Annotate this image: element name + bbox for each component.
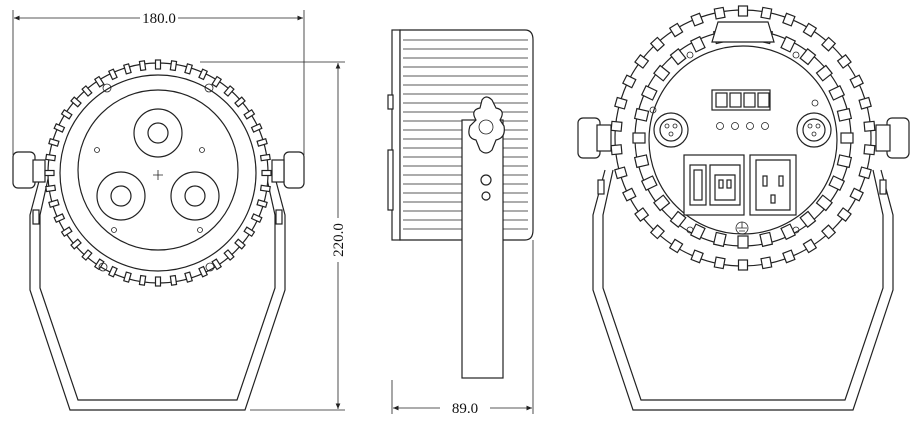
- height-dimension: 220.0: [200, 61, 347, 411]
- depth-dimension: 89.0: [391, 240, 534, 417]
- led-display: [711, 89, 771, 111]
- front-screws: [94, 83, 215, 272]
- rear-top-handle: [711, 21, 775, 43]
- side-yoke-arm: [461, 119, 504, 379]
- front-knob-left: [12, 151, 36, 189]
- front-yoke-bracket: [29, 169, 286, 411]
- height-label: 220.0: [331, 223, 347, 257]
- rear-view: [577, 5, 910, 411]
- front-view: [12, 59, 305, 411]
- front-knob-right: [283, 151, 305, 189]
- dmx-out-connector: [796, 112, 832, 148]
- ground-symbol: [735, 221, 749, 235]
- side-view: [387, 29, 534, 379]
- rear-housing-teeth: [610, 5, 876, 271]
- menu-buttons: [716, 122, 769, 130]
- led-lens-left: [96, 171, 146, 221]
- width-dimension: 180.0: [12, 10, 305, 155]
- front-housing-teeth: [44, 59, 272, 287]
- center-cross: [153, 170, 163, 180]
- depth-label: 89.0: [452, 401, 478, 417]
- led-lens-top: [133, 108, 183, 158]
- rear-yoke-bracket: [592, 169, 894, 411]
- power-out-socket: [749, 154, 797, 216]
- led-lens-right: [170, 171, 220, 221]
- dmx-in-connector: [653, 112, 689, 148]
- power-in-socket: [683, 154, 745, 216]
- side-knob: [468, 96, 505, 154]
- side-bolt: [480, 174, 492, 186]
- width-label: 180.0: [142, 11, 176, 27]
